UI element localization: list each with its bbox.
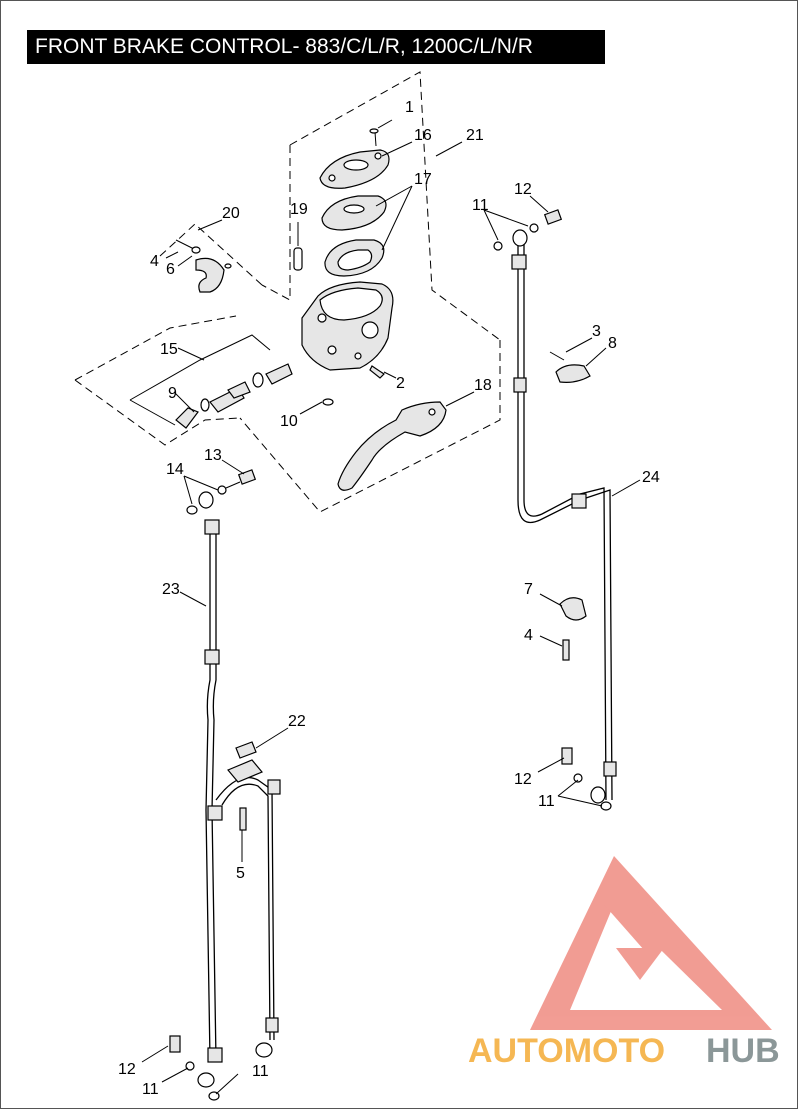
screw-4-right — [562, 639, 570, 661]
assembly-outline-21 — [239, 71, 501, 513]
callout-15: 15 — [160, 341, 178, 358]
callout-3: 3 — [592, 323, 601, 340]
washer-14 — [186, 505, 198, 515]
o-ring-10 — [322, 398, 334, 406]
callout-20: 20 — [222, 205, 240, 222]
banjo-bolt-12-bottom — [169, 1035, 220, 1101]
watermark-text: AUTOMOTO HUB — [468, 1032, 780, 1070]
callout-24: 24 — [642, 469, 660, 486]
gasket-17-top — [321, 195, 387, 231]
clip-7 — [559, 597, 587, 621]
callout-11-mid: 11 — [538, 793, 555, 810]
callout-23: 23 — [162, 581, 180, 598]
assembly-outline-20 — [159, 223, 263, 286]
washer-11-top — [493, 241, 503, 251]
reservoir-cover-16 — [319, 149, 390, 189]
svg-text:HUB: HUB — [706, 1032, 780, 1070]
callout-13: 13 — [204, 447, 222, 464]
callout-4-top: 4 — [150, 253, 159, 270]
assembly-outline-15 — [74, 315, 241, 446]
callout-4-mid: 4 — [524, 627, 533, 644]
screw-5 — [239, 807, 247, 831]
brake-lever-18 — [337, 401, 447, 491]
callout-9: 9 — [168, 385, 177, 402]
callout-11-bottom-left: 11 — [142, 1081, 159, 1098]
callout-14: 14 — [166, 461, 184, 478]
callout-11-bottom-right: 11 — [252, 1063, 269, 1080]
handlebar-clamp-20 — [175, 239, 232, 293]
callout-11-top: 11 — [472, 197, 489, 214]
diaphragm-17 — [324, 239, 385, 277]
callout-2: 2 — [396, 375, 405, 392]
bracket-22 — [227, 741, 263, 783]
banjo-bolt-12-top — [529, 209, 563, 233]
callout-12-bottom: 12 — [118, 1061, 136, 1078]
callout-5: 5 — [236, 865, 245, 882]
callout-18: 18 — [474, 377, 492, 394]
callout-1: 1 — [405, 99, 414, 116]
callout-22: 22 — [288, 713, 306, 730]
callout-16: 16 — [414, 127, 432, 144]
hose-23 — [197, 491, 281, 1088]
clip-8 — [549, 351, 591, 383]
callout-8: 8 — [608, 335, 617, 352]
callout-19: 19 — [290, 201, 308, 218]
sight-glass-19 — [293, 247, 303, 271]
screw-1 — [369, 128, 379, 147]
master-cylinder-body — [301, 281, 394, 371]
callout-12-top: 12 — [514, 181, 532, 198]
callout-17: 17 — [414, 171, 432, 188]
callout-10: 10 — [280, 413, 298, 430]
svg-text:AUTOMOTO: AUTOMOTO — [468, 1032, 665, 1070]
callout-7: 7 — [524, 581, 533, 598]
callout-21: 21 — [466, 127, 484, 144]
page-title: FRONT BRAKE CONTROL- 883/C/L/R, 1200C/L/… — [27, 30, 605, 64]
callout-12-mid: 12 — [514, 771, 532, 788]
kit-bracket-15 — [129, 334, 271, 401]
banjo-bolt-13 — [217, 469, 257, 495]
watermark-logo-icon — [530, 856, 772, 1030]
callout-6: 6 — [166, 261, 175, 278]
piston-kit-15 — [175, 363, 293, 429]
hose-24 — [511, 229, 617, 804]
leader-lines — [141, 119, 641, 1095]
small-screw-2 — [369, 365, 385, 379]
